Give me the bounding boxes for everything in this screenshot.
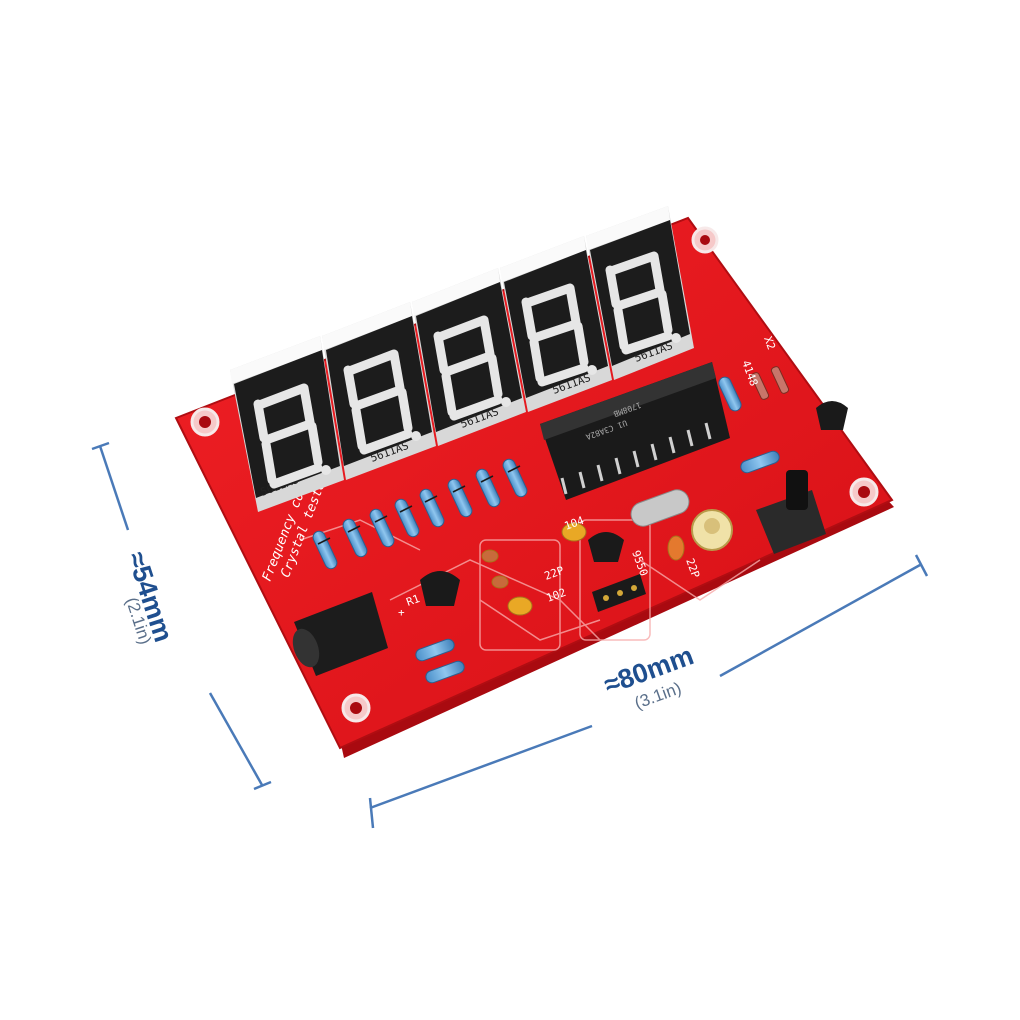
microcontroller-chip: U1 C3A82A 1708MB xyxy=(540,362,730,500)
decimal-points xyxy=(321,333,681,475)
push-button xyxy=(756,470,826,554)
capacitors xyxy=(481,522,685,616)
dc-power-jack xyxy=(292,592,388,676)
seven-segment-displays: 5611AS 5611AS 5611AS 5611AS 5611AS xyxy=(230,206,694,512)
resistors xyxy=(312,376,780,684)
width-dimension-line xyxy=(368,554,929,829)
crystal-oscillator xyxy=(630,489,690,527)
height-dimension-line xyxy=(91,441,272,791)
plus-label: + xyxy=(398,606,405,619)
r1-label: R1 xyxy=(405,592,422,609)
cap-102-label: 102 xyxy=(545,586,568,605)
segments xyxy=(253,251,673,489)
x2-label: X2 xyxy=(761,335,778,352)
ic-socket xyxy=(592,574,646,612)
transistors xyxy=(420,401,848,606)
resistor-bands xyxy=(317,465,521,545)
trimmer-potentiometer xyxy=(691,509,733,551)
